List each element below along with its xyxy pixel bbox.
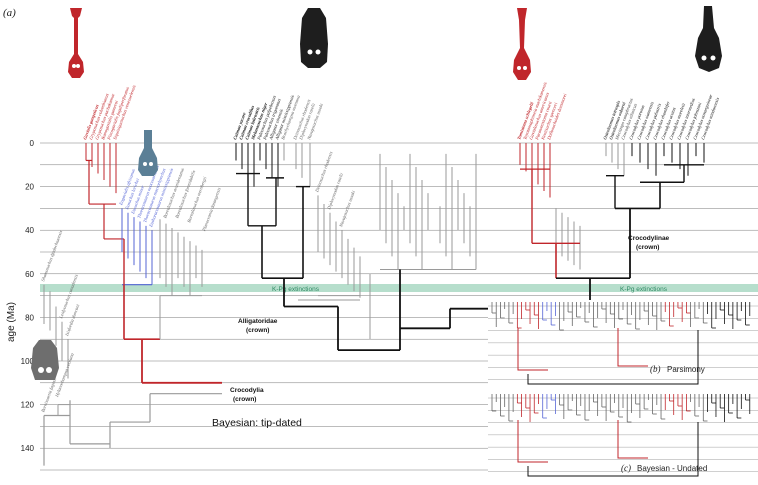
inset-branch (517, 420, 548, 463)
y-axis-label: age (Ma) (6, 302, 17, 342)
tomistoma-skull-icon (513, 8, 531, 80)
main-title: Bayesian: tip-dated (212, 417, 302, 429)
inset-branch (617, 420, 648, 459)
basal-skull-icon (31, 340, 59, 380)
clade-alligatoridae: Alligatoridae (238, 318, 278, 325)
taxon-label: Diplocynodon ratelii (326, 172, 344, 211)
panel-c-title: Bayesian - Undated (637, 464, 707, 473)
gharial-skull-icon (68, 8, 84, 78)
taxon-label: Planocrania datangensis (201, 187, 222, 233)
panel-a-label: (a) (3, 7, 16, 19)
panel-b-label: (b) (650, 364, 661, 374)
clade-crocodylia: Crocodylia (230, 387, 264, 394)
clade-crocodylinae-sub: (crown) (636, 244, 659, 251)
y-tick-label: 60 (25, 270, 34, 279)
y-tick-label: 120 (21, 401, 35, 410)
main-tree (43, 143, 705, 466)
y-tick-label: 100 (21, 357, 35, 366)
inset-branch (527, 330, 699, 385)
taxon-label: Deinosuchus rhodensis (314, 151, 334, 194)
kpg-label-left: K-Pg extinctions (272, 286, 320, 293)
kpg-band (40, 284, 758, 292)
y-tick-label: 140 (21, 444, 35, 453)
taxon-label: Navajosuchus mooki (338, 189, 356, 228)
panel-b-title: Parsimony (667, 365, 705, 374)
clade-alligatoridae-sub: (crown) (246, 327, 269, 334)
y-tick-label: 80 (25, 313, 34, 322)
blue-skull-icon (138, 130, 158, 176)
inset-parsimony-tree (488, 300, 758, 386)
y-tick-labels: 0 20 40 60 80 100 120 140 (21, 139, 35, 453)
crocodylus-skull-icon (695, 6, 722, 72)
taxon-label: Shamosuchus djadochtaensis (40, 230, 63, 282)
clade-crocodylinae: Crocodylinae (628, 235, 670, 242)
y-tick-label: 0 (30, 139, 35, 148)
panel-c-label: (c) (621, 463, 631, 473)
clade-crocodylia-sub: (crown) (233, 396, 256, 403)
kpg-label-right: K-Pg extinctions (620, 286, 668, 293)
y-tick-label: 20 (25, 183, 34, 192)
inset-branch (527, 422, 699, 477)
alligator-skull-icon (300, 8, 328, 68)
inset-bayesian-undated-tree (488, 392, 758, 478)
y-tick-label: 40 (25, 226, 34, 235)
inset-branch (517, 328, 548, 371)
inset-branch (617, 328, 648, 367)
